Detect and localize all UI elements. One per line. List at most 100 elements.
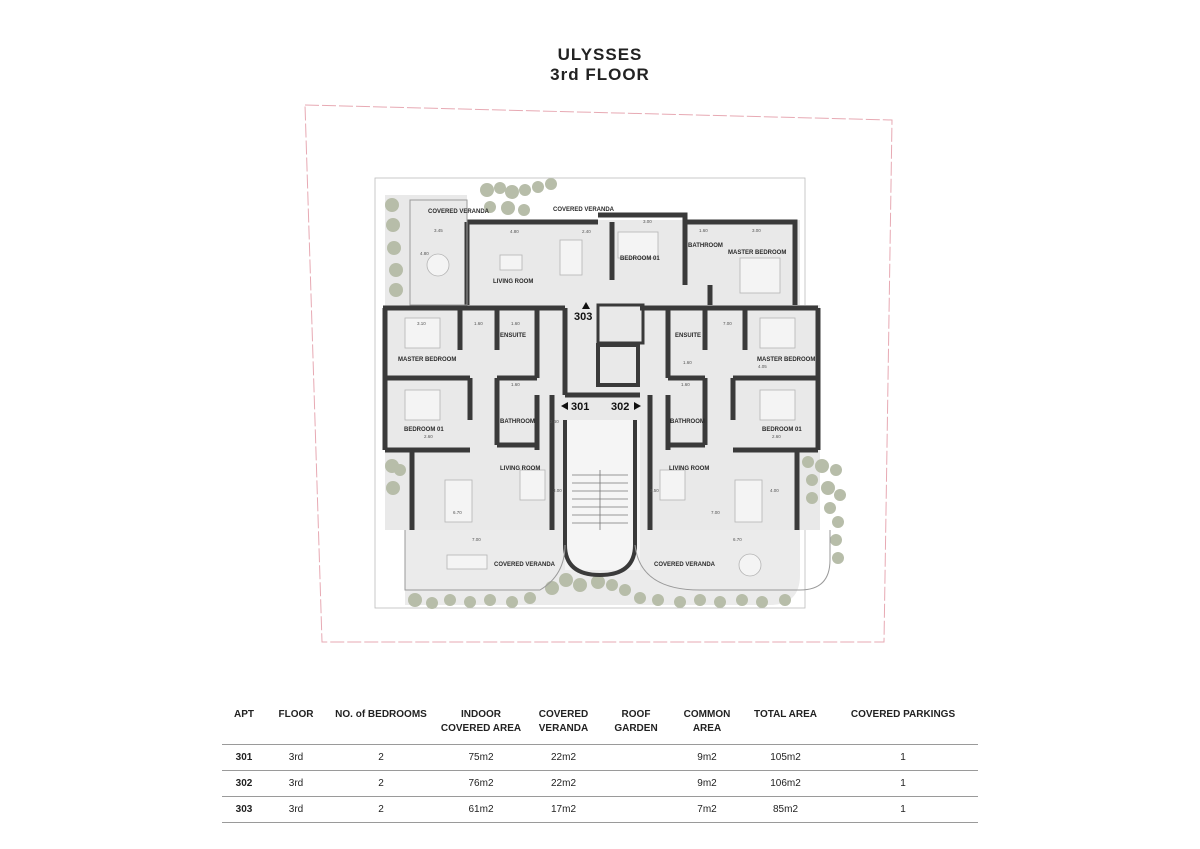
apt-302-label: 302 xyxy=(611,401,629,413)
walls xyxy=(382,212,821,578)
room-covered-veranda-n: COVERED VERANDA xyxy=(553,207,615,213)
table-cell: 3rd xyxy=(266,744,326,771)
room-covered-veranda-nw: COVERED VERANDA xyxy=(428,209,490,215)
room-living-303: LIVING ROOM xyxy=(493,279,533,285)
room-veranda-301: COVERED VERANDA xyxy=(494,562,556,568)
site-boundary xyxy=(304,104,893,643)
dim-label: 2.60 xyxy=(550,419,559,424)
table-cell: 61m2 xyxy=(436,796,526,823)
column-header-line: COVERED PARKINGS xyxy=(850,709,956,720)
column-header-line: INDOOR xyxy=(461,709,501,720)
apartment-number: 303 xyxy=(222,796,266,823)
dim-label: 4.05 xyxy=(758,364,767,369)
column-header-line: NO. of BEDROOMS xyxy=(335,709,427,720)
landscape-greenery xyxy=(385,178,846,609)
column-header: COVERED PARKINGS xyxy=(828,708,978,745)
dim-label: 6.70 xyxy=(453,510,462,515)
table-cell xyxy=(601,744,671,771)
furniture xyxy=(404,231,796,577)
table-cell: 9m2 xyxy=(671,744,743,771)
dim-label: 2.60 xyxy=(424,434,433,439)
room-ensuite-302: ENSUITE xyxy=(675,333,701,339)
column-header: COVERED VERANDA xyxy=(526,708,601,745)
column-header: APT xyxy=(222,708,266,745)
column-header: FLOOR xyxy=(266,708,326,745)
dim-label: 2.60 xyxy=(772,434,781,439)
column-header-line: ROOF xyxy=(621,709,651,720)
dim-label: 1.60 xyxy=(511,321,520,326)
column-header-line: VERANDA xyxy=(538,723,589,734)
dim-label: 3.45 xyxy=(434,228,443,233)
table-cell: 2 xyxy=(326,796,436,823)
dim-label: 1.60 xyxy=(683,360,692,365)
table-cell: 106m2 xyxy=(743,770,828,797)
dim-label: 1.60 xyxy=(511,382,520,387)
table-cell: 1 xyxy=(828,796,978,823)
column-header-line: COVERED xyxy=(538,709,589,720)
room-living-301: LIVING ROOM xyxy=(500,466,540,472)
dim-label: 7.00 xyxy=(723,321,732,326)
room-living-302: LIVING ROOM xyxy=(669,466,709,472)
entry-arrow-icon xyxy=(561,402,568,410)
table-cell: 1 xyxy=(828,744,978,771)
room-bedroom01-303: BEDROOM 01 xyxy=(620,256,660,262)
room-veranda-302: COVERED VERANDA xyxy=(654,562,716,568)
floor-title: 3rd FLOOR xyxy=(550,65,650,84)
dim-label: 1.60 xyxy=(699,228,708,233)
room-master-301: MASTER BEDROOM xyxy=(398,357,456,363)
column-header-line: AREA xyxy=(692,723,722,734)
building-name: ULYSSES xyxy=(557,45,643,64)
entry-arrow-icon xyxy=(634,402,641,410)
table-cell: 105m2 xyxy=(743,744,828,771)
room-ensuite-301: ENSUITE xyxy=(500,333,526,339)
table-cell: 2 xyxy=(326,770,436,797)
dim-label: 6.70 xyxy=(733,537,742,542)
dim-label: 7.00 xyxy=(472,537,481,542)
apartment-spec-table: APT FLOOR NO. of BEDROOMS INDOOR COVERED ARE… xyxy=(222,708,978,823)
room-bathroom-302: BATHROOM xyxy=(670,419,705,425)
table-cell: 22m2 xyxy=(526,770,601,797)
table-cell: 7m2 xyxy=(671,796,743,823)
room-bathroom-301: BATHROOM xyxy=(500,419,535,425)
apartment-number: 301 xyxy=(222,744,266,771)
table-cell: 1 xyxy=(828,770,978,797)
table-cell: 76m2 xyxy=(436,770,526,797)
column-header: INDOOR COVERED AREA xyxy=(436,708,526,745)
room-master-302: MASTER BEDROOM xyxy=(757,357,815,363)
dim-label: 4.80 xyxy=(420,251,429,256)
dim-label: 3.00 xyxy=(553,488,562,493)
column-header-line: APT xyxy=(234,709,254,720)
table-cell: 3rd xyxy=(266,796,326,823)
column-header-line: GARDEN xyxy=(614,723,658,734)
dim-label: 3.00 xyxy=(643,219,652,224)
table-cell: 85m2 xyxy=(743,796,828,823)
dim-label: 1.60 xyxy=(474,321,483,326)
dim-label: 4.80 xyxy=(510,229,519,234)
table-cell: 3rd xyxy=(266,770,326,797)
apartment-number: 302 xyxy=(222,770,266,797)
dim-label: 1.60 xyxy=(681,382,690,387)
room-bedroom01-302: BEDROOM 01 xyxy=(762,427,802,433)
table-cell: 17m2 xyxy=(526,796,601,823)
floor-plan: COVERED VERANDA COVERED VERANDA LIVING R… xyxy=(304,104,893,643)
column-header: TOTAL AREA xyxy=(743,708,828,745)
table-cell: 75m2 xyxy=(436,744,526,771)
dim-label: 7.00 xyxy=(711,510,720,515)
floor-fill xyxy=(385,195,820,605)
dim-label: 4.00 xyxy=(770,488,779,493)
column-header-line: COVERED AREA xyxy=(440,723,522,734)
column-header-line: FLOOR xyxy=(278,709,314,720)
table-cell xyxy=(601,770,671,797)
table-header-row: APT FLOOR NO. of BEDROOMS INDOOR COVERED ARE… xyxy=(222,708,978,745)
apt-303-label: 303 xyxy=(574,311,592,323)
stair-treads xyxy=(572,470,628,530)
room-bedroom01-301: BEDROOM 01 xyxy=(404,427,444,433)
column-header: ROOF GARDEN xyxy=(601,708,671,745)
table-cell: 22m2 xyxy=(526,744,601,771)
dim-label: 3.50 xyxy=(650,488,659,493)
apartment-markers: 303 301 302 xyxy=(561,302,641,413)
dim-label: 2.40 xyxy=(582,229,591,234)
